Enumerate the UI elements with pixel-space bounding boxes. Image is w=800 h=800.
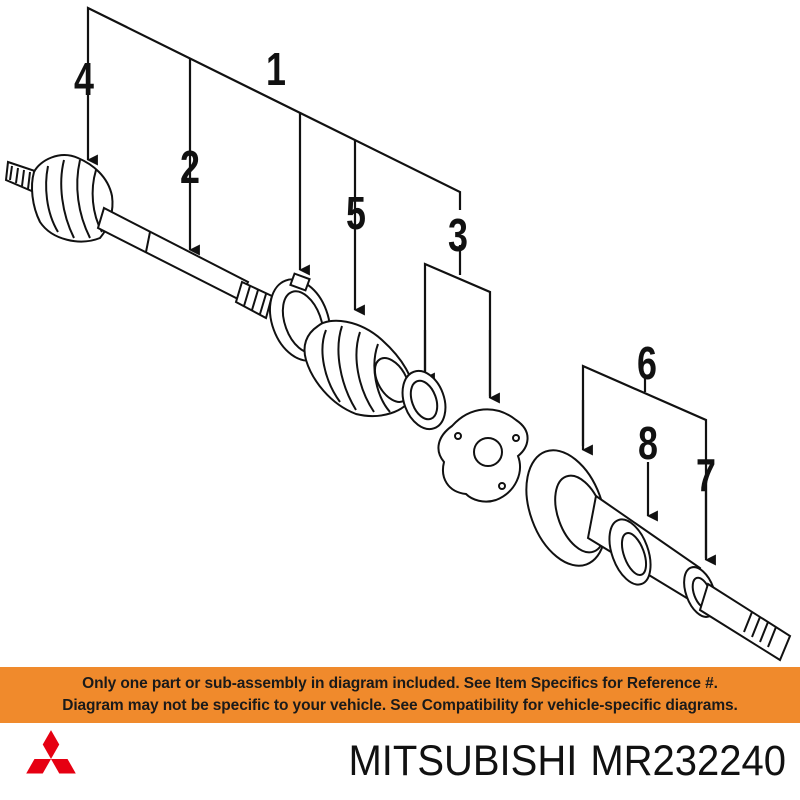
axle-shaft (96, 206, 250, 302)
stub-shaft-spline (698, 582, 792, 662)
callout-4: 4 (74, 53, 94, 105)
outer-joint-housing (525, 449, 702, 602)
inner-cv-boot (31, 154, 114, 243)
callout-7: 7 (696, 449, 716, 501)
outer-cv-boot (303, 319, 414, 417)
dust-shield-ring (608, 518, 652, 586)
brand-name: MITSUBISHI (348, 737, 578, 785)
mitsubishi-logo (26, 730, 76, 774)
retaining-ring (401, 369, 447, 431)
hub-flange (437, 408, 529, 503)
callout-2: 2 (180, 141, 200, 193)
callout-8: 8 (638, 417, 658, 469)
shaft-spline-end (234, 280, 274, 320)
leader-lines (86, 6, 716, 566)
disclaimer-line-1: Only one part or sub-assembly in diagram… (82, 675, 718, 692)
disclaimer-banner: Only one part or sub-assembly in diagram… (0, 667, 800, 723)
callout-1: 1 (266, 43, 286, 95)
callout-6: 6 (637, 337, 657, 389)
callout-3: 3 (448, 209, 468, 261)
shaft-parts (4, 154, 792, 662)
disclaimer-line-2: Diagram may not be specific to your vehi… (62, 697, 738, 714)
exploded-parts-diagram (4, 6, 792, 662)
part-number: MR232240 (590, 737, 786, 785)
callout-5: 5 (346, 187, 366, 239)
